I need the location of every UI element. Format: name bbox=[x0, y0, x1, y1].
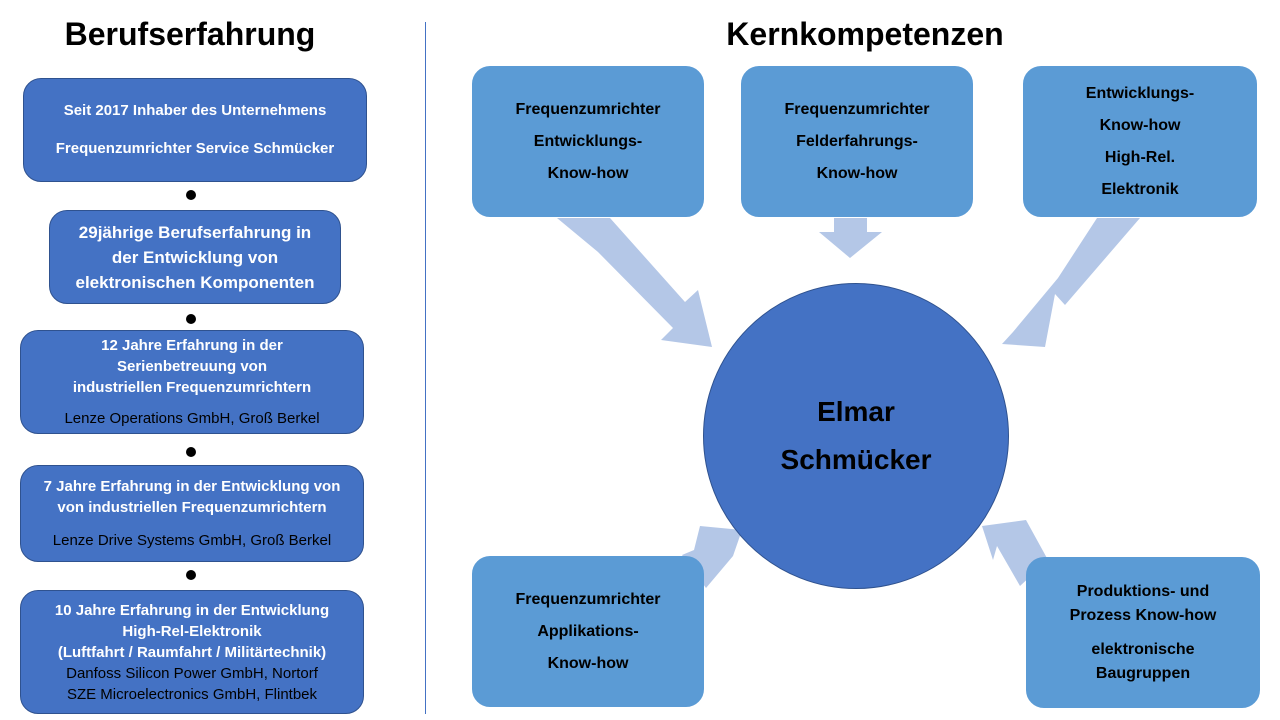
experience-line: elektronischen Komponenten bbox=[75, 272, 315, 292]
experience-line: 12 Jahre Erfahrung in der bbox=[101, 337, 283, 354]
competency-line: Know-how bbox=[816, 164, 898, 182]
experience-box-lenze-operations: 12 Jahre Erfahrung in der Serienbetreuun… bbox=[20, 330, 364, 434]
competency-line: Entwicklungs- bbox=[533, 132, 643, 150]
competency-box-field-experience: Frequenzumrichter Felderfahrungs- Know-h… bbox=[741, 66, 973, 217]
competency-line: elektronische bbox=[1091, 640, 1195, 658]
timeline-dot bbox=[186, 570, 196, 580]
person-last-name: Schmücker bbox=[780, 444, 932, 475]
experience-box-lenze-drive: 7 Jahre Erfahrung in der Entwicklung von… bbox=[20, 465, 364, 562]
competency-line: Felderfahrungs- bbox=[796, 132, 918, 150]
experience-box-total: 29jährige Berufserfahrung in der Entwick… bbox=[49, 210, 341, 304]
competency-line: Know-how bbox=[547, 654, 629, 672]
company-line: Lenze Drive Systems GmbH, Groß Berkel bbox=[52, 532, 332, 549]
experience-line: industriellen Frequenzumrichtern bbox=[72, 379, 312, 396]
company-line: SZE Microelectronics GmbH, Flintbek bbox=[66, 685, 318, 703]
competency-box-highrel: Entwicklungs- Know-how High-Rel. Elektro… bbox=[1023, 66, 1257, 217]
center-circle-person: Elmar Schmücker bbox=[703, 283, 1009, 589]
competency-line: Prozess Know-how bbox=[1069, 606, 1217, 624]
experience-line: Frequenzumrichter Service Schmücker bbox=[55, 140, 335, 157]
experience-box-highrel: 10 Jahre Erfahrung in der Entwicklung Hi… bbox=[20, 590, 364, 714]
experience-line: der Entwicklung von bbox=[111, 247, 279, 267]
competency-line: High-Rel. bbox=[1104, 148, 1176, 166]
experience-line: Seit 2017 Inhaber des Unternehmens bbox=[63, 102, 327, 119]
arrow-top-center bbox=[819, 218, 882, 258]
heading-berufserfahrung: Berufserfahrung bbox=[64, 16, 316, 52]
competency-line: Know-how bbox=[1099, 116, 1181, 134]
company-line: Lenze Operations GmbH, Groß Berkel bbox=[64, 410, 320, 427]
experience-line: High-Rel-Elektronik bbox=[122, 622, 262, 640]
competency-line: Elektronik bbox=[1101, 180, 1179, 198]
competency-line: Know-how bbox=[547, 164, 629, 182]
competency-box-production: Produktions- und Prozess Know-how elektr… bbox=[1026, 557, 1260, 708]
competency-line: Frequenzumrichter bbox=[515, 100, 661, 118]
competency-box-development: Frequenzumrichter Entwicklungs- Know-how bbox=[472, 66, 704, 217]
arrow-top-right bbox=[1002, 218, 1140, 347]
arrow-top-left bbox=[557, 218, 712, 347]
experience-line: von industriellen Frequenzumrichtern bbox=[57, 499, 327, 516]
timeline-dot bbox=[186, 447, 196, 457]
competency-line: Frequenzumrichter bbox=[784, 100, 930, 118]
competency-box-application: Frequenzumrichter Applikations- Know-how bbox=[472, 556, 704, 707]
timeline-dot bbox=[186, 314, 196, 324]
experience-line: (Luftfahrt / Raumfahrt / Militärtechnik) bbox=[57, 643, 327, 661]
experience-line: 29jährige Berufserfahrung in bbox=[78, 222, 312, 242]
experience-line: Serienbetreuung von bbox=[116, 358, 268, 375]
experience-line: 7 Jahre Erfahrung in der Entwicklung von bbox=[43, 478, 341, 495]
person-first-name: Elmar bbox=[817, 396, 895, 427]
competency-line: Frequenzumrichter bbox=[515, 590, 661, 608]
experience-line: 10 Jahre Erfahrung in der Entwicklung bbox=[54, 601, 330, 619]
timeline-dot bbox=[186, 190, 196, 200]
competency-line: Entwicklungs- bbox=[1085, 84, 1195, 102]
competency-line: Applikations- bbox=[537, 622, 639, 640]
vertical-divider bbox=[425, 22, 426, 714]
competency-line: Baugruppen bbox=[1095, 664, 1191, 682]
heading-kernkompetenzen: Kernkompetenzen bbox=[726, 16, 1004, 52]
experience-box-owner: Seit 2017 Inhaber des Unternehmens Frequ… bbox=[23, 78, 367, 182]
competency-line: Produktions- und bbox=[1076, 582, 1210, 600]
company-line: Danfoss Silicon Power GmbH, Nortorf bbox=[66, 664, 318, 682]
